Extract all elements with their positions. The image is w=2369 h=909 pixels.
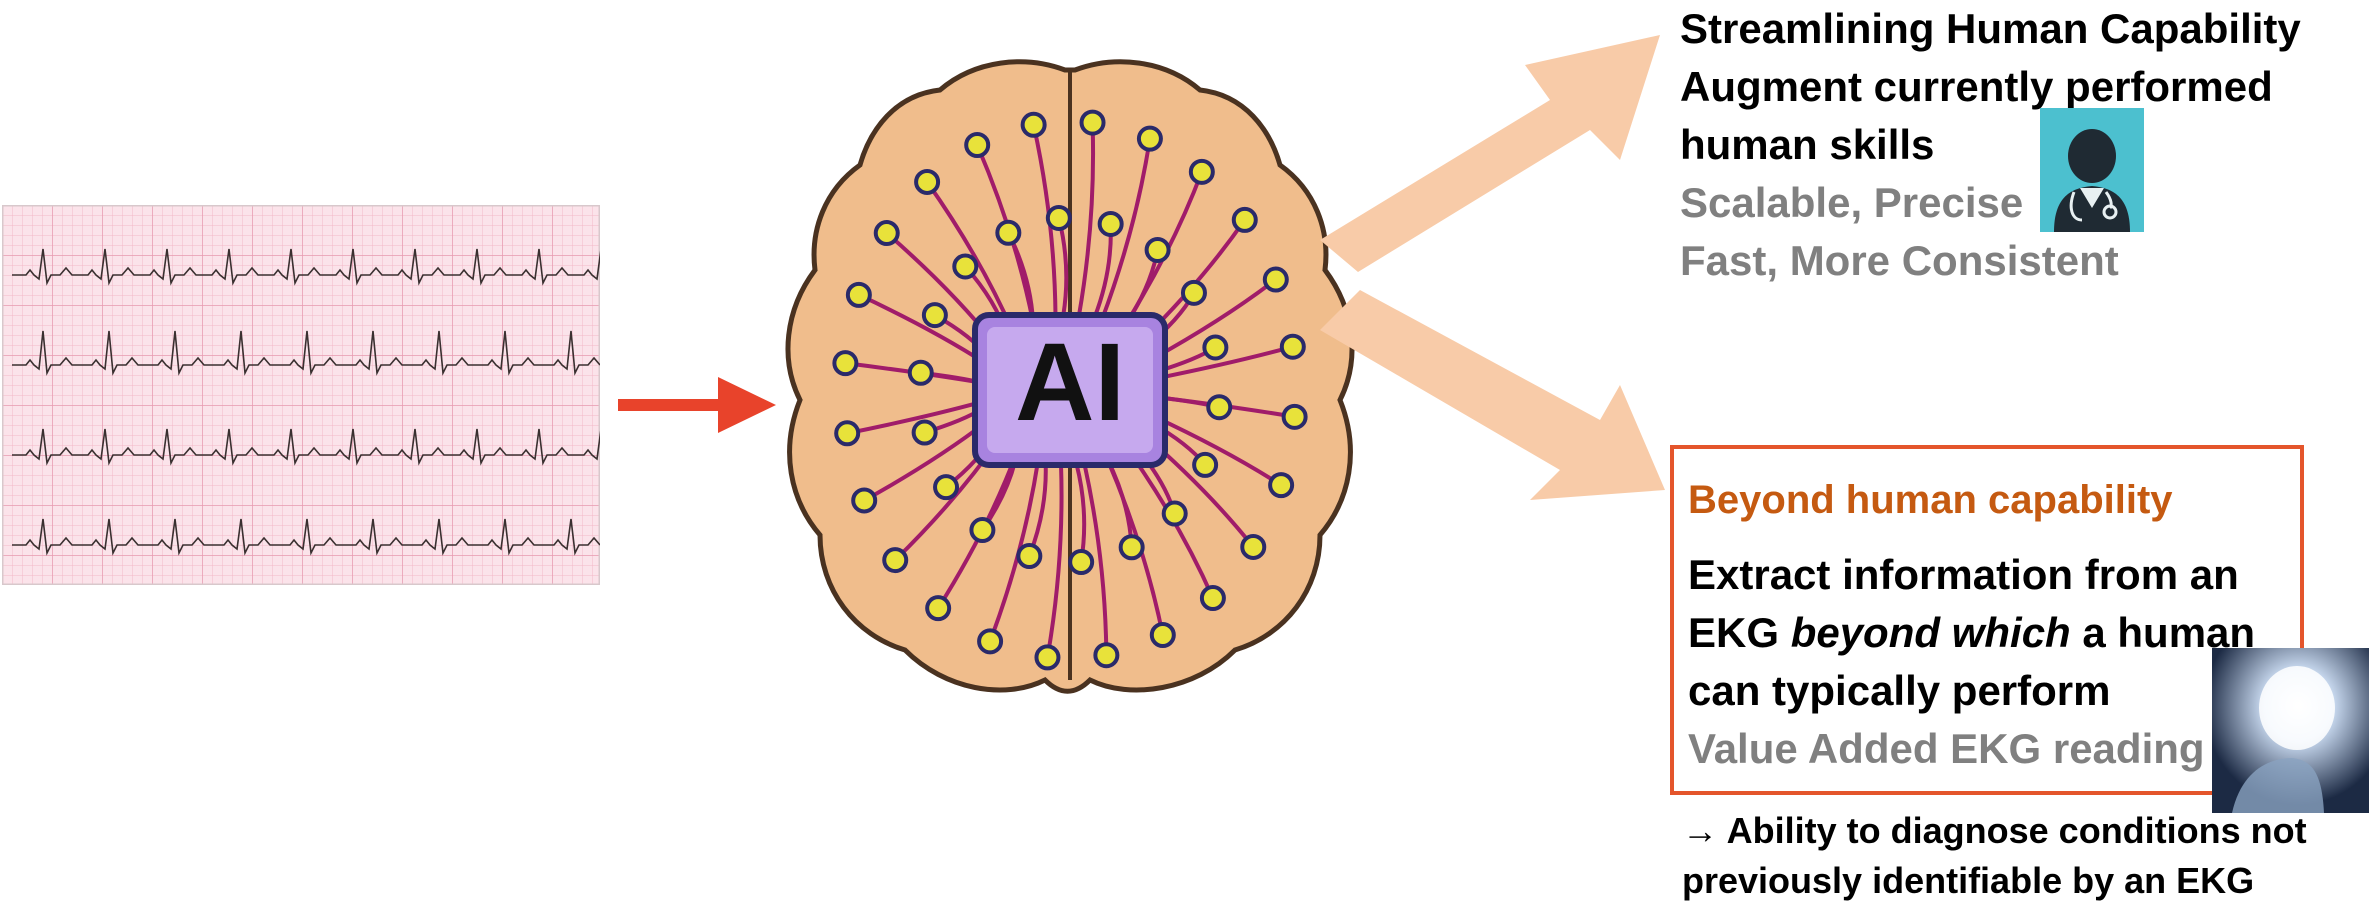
beyond-capability-body: Extract information from an EKG beyond w… (1688, 546, 2255, 778)
human-skills-line: human skills (1680, 116, 2301, 174)
circuit-node (848, 284, 870, 306)
circuit-node (1234, 209, 1256, 231)
circuit-node (1191, 161, 1213, 183)
footer-text: → Ability to diagnose conditions not pre… (1682, 806, 2307, 906)
circuit-node (910, 362, 932, 384)
circuit-node (1204, 336, 1226, 358)
circuit-node (876, 222, 898, 244)
circuit-node (1095, 644, 1117, 666)
beyond-capability-title: Beyond human capability (1688, 471, 2173, 529)
circuit-node (1265, 269, 1287, 291)
circuit-node (1270, 474, 1292, 496)
circuit-node (1194, 454, 1216, 476)
circuit-node (1070, 551, 1092, 573)
circuit-node (1147, 239, 1169, 261)
circuit-node (927, 597, 949, 619)
circuit-node (884, 549, 906, 571)
circuit-node (924, 304, 946, 326)
circuit-node (1282, 336, 1304, 358)
red-arrow-icon (618, 375, 778, 435)
circuit-node (916, 171, 938, 193)
circuit-node (1284, 406, 1306, 428)
value-added-line: Value Added EKG reading (1688, 720, 2255, 778)
circuit-node (971, 519, 993, 541)
circuit-node (1023, 114, 1045, 136)
circuit-node (1164, 503, 1186, 525)
streamlining-text-block: Streamlining Human Capability Augment cu… (1680, 0, 2301, 174)
circuit-node (914, 422, 936, 444)
circuit-node (1139, 128, 1161, 150)
ability-line: → Ability to diagnose conditions not (1682, 806, 2307, 856)
circuit-node (966, 134, 988, 156)
circuit-node (1018, 545, 1040, 567)
right-arrow-icon: → (1682, 810, 1718, 851)
extract-line: Extract information from an (1688, 546, 2255, 604)
circuit-node (853, 489, 875, 511)
circuit-node (1100, 213, 1122, 235)
ability-text: Ability to diagnose conditions not (1718, 810, 2307, 851)
circuit-node (954, 255, 976, 277)
circuit-node (1082, 112, 1104, 134)
can-perform-line: can typically perform (1688, 662, 2255, 720)
ekg-word: EKG (1688, 609, 1791, 656)
circuit-node (1183, 282, 1205, 304)
circuit-node (1152, 624, 1174, 646)
circuit-node (1121, 536, 1143, 558)
circuit-node (1208, 396, 1230, 418)
ai-brain-illustration: AI (775, 50, 1365, 715)
ai-chip: AI (975, 315, 1165, 465)
circuit-node (1202, 587, 1224, 609)
doctor-icon (2040, 108, 2144, 232)
circuit-node (1048, 207, 1070, 229)
circuit-node (1036, 646, 1058, 668)
circuit-node (935, 476, 957, 498)
ekg-strip-image (2, 205, 600, 585)
circuit-node (997, 222, 1019, 244)
light-bulb-image (2212, 648, 2369, 813)
circuit-node (834, 352, 856, 374)
ai-label: AI (1015, 321, 1125, 444)
beyond-which-line: EKG beyond which a human (1688, 604, 2255, 662)
circuit-node (979, 630, 1001, 652)
augment-line: Augment currently performed (1680, 58, 2301, 116)
circuit-node (1242, 536, 1264, 558)
beyond-which-emphasis: beyond which (1791, 609, 2071, 656)
branch-arrows-icon (1320, 20, 1680, 500)
circuit-node (836, 422, 858, 444)
previously-line: previously identifiable by an EKG (1682, 856, 2307, 906)
streamlining-heading: Streamlining Human Capability (1680, 0, 2301, 58)
fast-line: Fast, More Consistent (1680, 232, 2119, 290)
